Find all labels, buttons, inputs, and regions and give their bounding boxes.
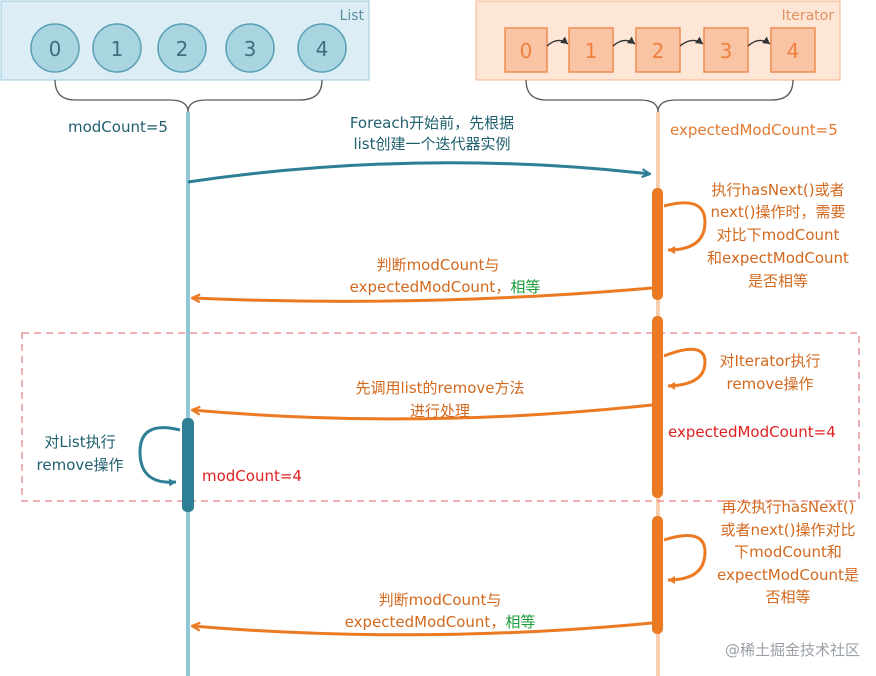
iterator-link	[612, 36, 636, 47]
list-item: 4	[297, 23, 347, 73]
iterator-node-value: 2	[652, 39, 665, 63]
expected-after-label: expectedModCount=4	[668, 423, 836, 441]
check1-line: 对比下modCount	[717, 226, 840, 244]
iterator-expected-initial: expectedModCount=5	[670, 121, 838, 139]
check2-line: expectModCount是	[717, 566, 859, 584]
iterator-title: Iterator	[782, 8, 835, 24]
iterator-node: 4	[770, 27, 816, 73]
list-remove-self-loop	[138, 426, 181, 487]
iterator-activation-1	[652, 188, 663, 300]
call-remove-arrow	[192, 403, 653, 421]
list-item: 3	[225, 23, 275, 73]
iterator-node-value: 0	[520, 39, 533, 63]
list-item: 1	[92, 23, 142, 73]
iterator-links	[546, 36, 771, 47]
foreach-label-line1: Foreach开始前，先根据	[350, 114, 514, 132]
list-remove-label: 对List执行 remove操作	[37, 433, 124, 474]
check1-label: 执行hasNext()或者 next()操作时，需要 对比下modCount 和…	[707, 181, 849, 290]
judge2-line1: 判断modCount与	[379, 591, 502, 609]
check1-line: 执行hasNext()或者	[711, 181, 844, 199]
list-item-value: 2	[176, 37, 189, 61]
iter-remove-line: 对Iterator执行	[719, 352, 820, 370]
foreach-label-line2: list创建一个迭代器实例	[353, 135, 510, 153]
check1-line: 是否相等	[748, 272, 808, 290]
judge-arrow-1	[192, 286, 653, 301]
list-item: 2	[157, 23, 207, 73]
list-item-value: 1	[111, 37, 124, 61]
iterator-link	[747, 36, 771, 47]
judge2-equal: 相等	[505, 613, 535, 631]
list-brace	[54, 79, 323, 113]
iterator-remove-self-loop	[663, 347, 707, 390]
list-header: List 0 1 2 3 4	[0, 0, 370, 81]
judge2-line2-prefix: expectedModCount，	[345, 613, 506, 631]
remove-region	[21, 332, 860, 502]
list-title: List	[340, 8, 365, 24]
iter-remove-label: 对Iterator执行 remove操作	[719, 352, 820, 393]
judge1-line2-prefix: expectedModCount，	[350, 278, 511, 296]
list-item-value: 0	[49, 37, 62, 61]
iterator-node: 0	[504, 27, 548, 73]
iterator-node: 2	[635, 27, 681, 73]
iter-remove-line: remove操作	[727, 375, 814, 393]
list-remove-line: 对List执行	[44, 433, 115, 451]
call-remove-line1: 先调用list的remove方法	[356, 379, 525, 397]
iterator-node-value: 4	[787, 39, 800, 63]
list-item-value: 4	[316, 37, 329, 61]
iterator-items: 0 1 2 3 4	[504, 27, 816, 73]
watermark: @稀土掘金技术社区	[725, 641, 860, 659]
list-remove-line: remove操作	[37, 456, 124, 474]
judge-arrow-2	[192, 621, 653, 637]
list-activation	[182, 418, 194, 512]
check-self-loop-1	[663, 201, 707, 254]
check2-line: 否相等	[765, 588, 810, 606]
iterator-link	[679, 36, 704, 47]
list-items: 0 1 2 3 4	[30, 23, 347, 73]
check2-line: 再次执行hasNext()	[721, 498, 854, 516]
check1-line: 和expectModCount	[707, 249, 849, 267]
list-item-value: 3	[244, 37, 257, 61]
check2-line: 下modCount和	[734, 543, 842, 561]
iterator-brace	[525, 79, 794, 113]
iterator-node-value: 1	[585, 39, 598, 63]
judge1-equal: 相等	[510, 278, 540, 296]
check1-line: next()操作时，需要	[711, 203, 846, 221]
iterator-header: Iterator 0 1 2 3 4	[475, 0, 841, 81]
iterator-node-value: 3	[720, 39, 733, 63]
judge1-line1: 判断modCount与	[377, 256, 500, 274]
list-modcount-initial: modCount=5	[68, 118, 168, 136]
judge2-line2: expectedModCount，相等	[345, 613, 536, 631]
check2-label: 再次执行hasNext() 或者next()操作对比 下modCount和 ex…	[717, 498, 859, 606]
iterator-activation-2	[652, 316, 663, 498]
iterator-node: 3	[703, 27, 749, 73]
iterator-link	[546, 36, 569, 47]
iterator-activation-3	[652, 516, 663, 634]
modcount-after-label: modCount=4	[202, 467, 302, 485]
call-remove-line2: 进行处理	[410, 402, 470, 420]
judge1-line2: expectedModCount，相等	[350, 278, 541, 296]
list-item: 0	[30, 23, 80, 73]
create-iterator-arrow	[187, 161, 650, 184]
iterator-node: 1	[568, 27, 614, 73]
check-self-loop-2	[663, 534, 707, 584]
check2-line: 或者next()操作对比	[721, 521, 856, 539]
